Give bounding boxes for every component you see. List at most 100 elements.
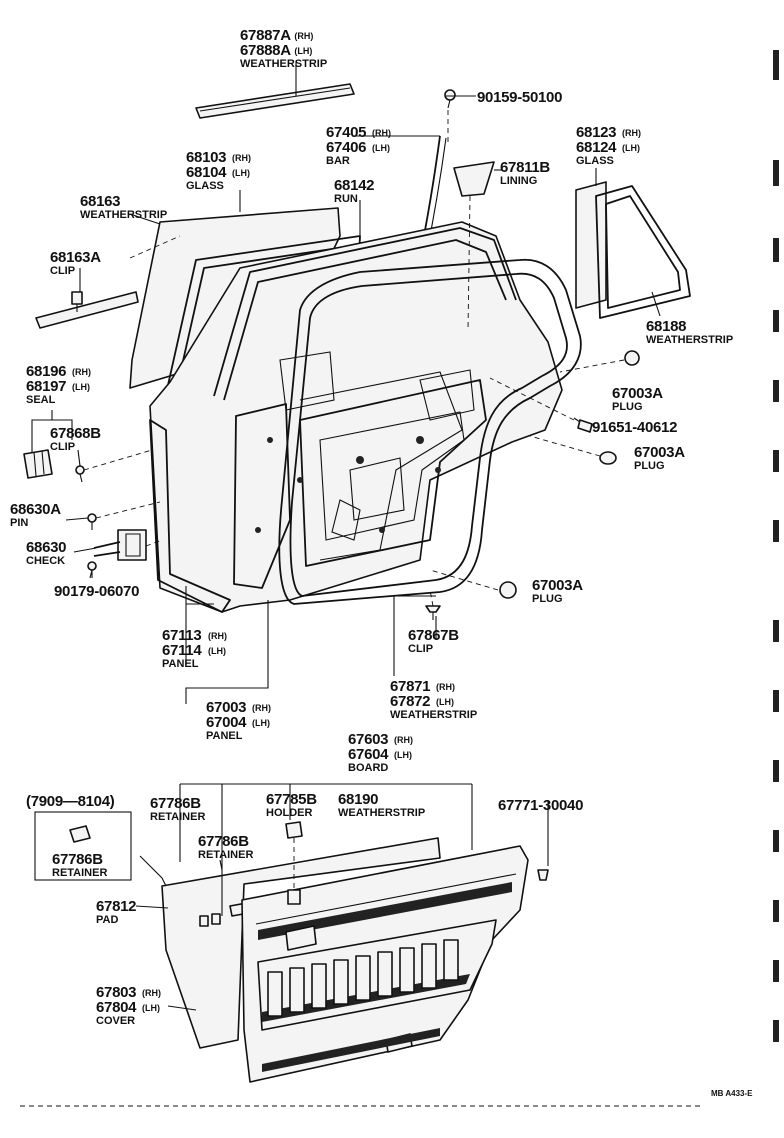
part-number: 67003A xyxy=(612,385,663,402)
side-designation: (RH) xyxy=(436,682,455,692)
part-name: WEATHERSTRIP xyxy=(80,209,167,221)
callout-c14: 91651-40612 xyxy=(592,419,677,436)
side-designation: (RH) xyxy=(294,31,313,41)
part-number: (7909—8104) xyxy=(26,793,115,810)
retainer-clips-part xyxy=(69,825,221,927)
retainer-variant-box xyxy=(34,811,132,881)
pad-part xyxy=(161,837,441,1049)
part-number: 91651-40612 xyxy=(592,419,677,436)
quarter-glass-part xyxy=(575,181,607,309)
part-number: 67811B xyxy=(500,159,550,176)
part-name: WEATHERSTRIP xyxy=(240,58,327,70)
part-number: 68163A xyxy=(50,249,101,266)
part-number: 67868B xyxy=(50,425,101,442)
callout-c23: 67003(RH)67004(LH)PANEL xyxy=(206,699,271,742)
part-name: RETAINER xyxy=(52,867,107,879)
part-name: GLASS xyxy=(186,180,224,192)
part-number: 68104 xyxy=(186,164,227,181)
part-name: BOARD xyxy=(348,762,388,774)
side-designation: (LH) xyxy=(232,168,250,178)
part-number: 68197 xyxy=(26,378,66,395)
part-name: CLIP xyxy=(50,265,75,277)
part-name: PLUG xyxy=(532,593,563,605)
parts-drawing xyxy=(20,83,700,1107)
quarter-weatherstrip-part xyxy=(595,185,691,319)
side-designation: (RH) xyxy=(394,735,413,745)
part-name: PAD xyxy=(96,914,118,926)
plug-top-part xyxy=(624,350,640,366)
holder-67785B-part xyxy=(285,821,303,905)
part-number: 67872 xyxy=(390,693,430,710)
callout-c22: 67871(RH)67872(LH)WEATHERSTRIP xyxy=(390,678,477,721)
part-number: 68188 xyxy=(646,318,686,335)
side-designation: (LH) xyxy=(208,646,226,656)
callout-labels: 67887A(RH)67888A(LH)WEATHERSTRIP90159-50… xyxy=(10,27,733,1027)
part-number: 67804 xyxy=(96,999,137,1016)
part-name: WEATHERSTRIP xyxy=(390,709,477,721)
side-designation: (LH) xyxy=(622,143,640,153)
clip-68163A-part xyxy=(71,291,83,312)
part-number: 67114 xyxy=(162,642,202,659)
screw-91651-part xyxy=(573,417,593,433)
part-name: PLUG xyxy=(612,401,643,413)
part-number: 67003 xyxy=(206,699,246,716)
side-designation: (RH) xyxy=(72,367,91,377)
side-designation: (RH) xyxy=(622,128,641,138)
opening-weatherstrip-part xyxy=(278,258,582,605)
callout-leaders xyxy=(31,62,661,1011)
part-number: 68630A xyxy=(10,501,61,518)
part-name: SEAL xyxy=(26,394,56,406)
part-number: 67771-30040 xyxy=(498,797,583,814)
footer-code: MB A433-E xyxy=(711,1089,753,1098)
part-number: 68103 xyxy=(186,149,226,166)
side-designation: (LH) xyxy=(142,1003,160,1013)
part-number: 68190 xyxy=(338,791,378,808)
part-number: 68196 xyxy=(26,363,66,380)
part-number: 67003A xyxy=(634,444,685,461)
side-designation: (RH) xyxy=(208,631,227,641)
part-number: 67405 xyxy=(326,124,366,141)
part-number: 67406 xyxy=(326,139,366,156)
part-name: WEATHERSTRIP xyxy=(646,334,733,346)
belt-weatherstrip-part xyxy=(195,83,355,119)
side-designation: (LH) xyxy=(252,718,270,728)
part-name: RUN xyxy=(334,193,358,205)
part-number: 67786B xyxy=(198,833,249,850)
callout-c25: (7909—8104) xyxy=(26,793,115,810)
part-name: LINING xyxy=(500,175,537,187)
callout-c29: 67771-30040 xyxy=(498,797,583,814)
part-name: PANEL xyxy=(206,730,243,742)
door-check-part xyxy=(93,529,147,561)
callout-c2: 90159-50100 xyxy=(477,89,562,106)
part-number: 67603 xyxy=(348,731,388,748)
screw-67771-part xyxy=(537,869,549,881)
side-designation: (RH) xyxy=(142,988,161,998)
callout-c3: 67405(RH)67406(LH)BAR xyxy=(326,124,391,167)
callout-c4: 68123(RH)68124(LH)GLASS xyxy=(576,124,641,167)
bolt-90159-part xyxy=(444,89,456,109)
part-number: 68142 xyxy=(334,177,374,194)
part-number: 67871 xyxy=(390,678,430,695)
part-number: 67113 xyxy=(162,627,201,644)
part-number: 90159-50100 xyxy=(477,89,562,106)
outer-weatherstrip-part xyxy=(35,291,139,329)
side-designation: (RH) xyxy=(372,128,391,138)
callout-c21: 67113(RH)67114(LH)PANEL xyxy=(162,627,227,670)
part-number: 68630 xyxy=(26,539,66,556)
part-name: CHECK xyxy=(26,555,65,567)
part-name: HOLDER xyxy=(266,807,313,819)
part-number: 67812 xyxy=(96,898,136,915)
side-designation: (RH) xyxy=(252,703,271,713)
callout-c18: 90179-06070 xyxy=(54,583,139,600)
